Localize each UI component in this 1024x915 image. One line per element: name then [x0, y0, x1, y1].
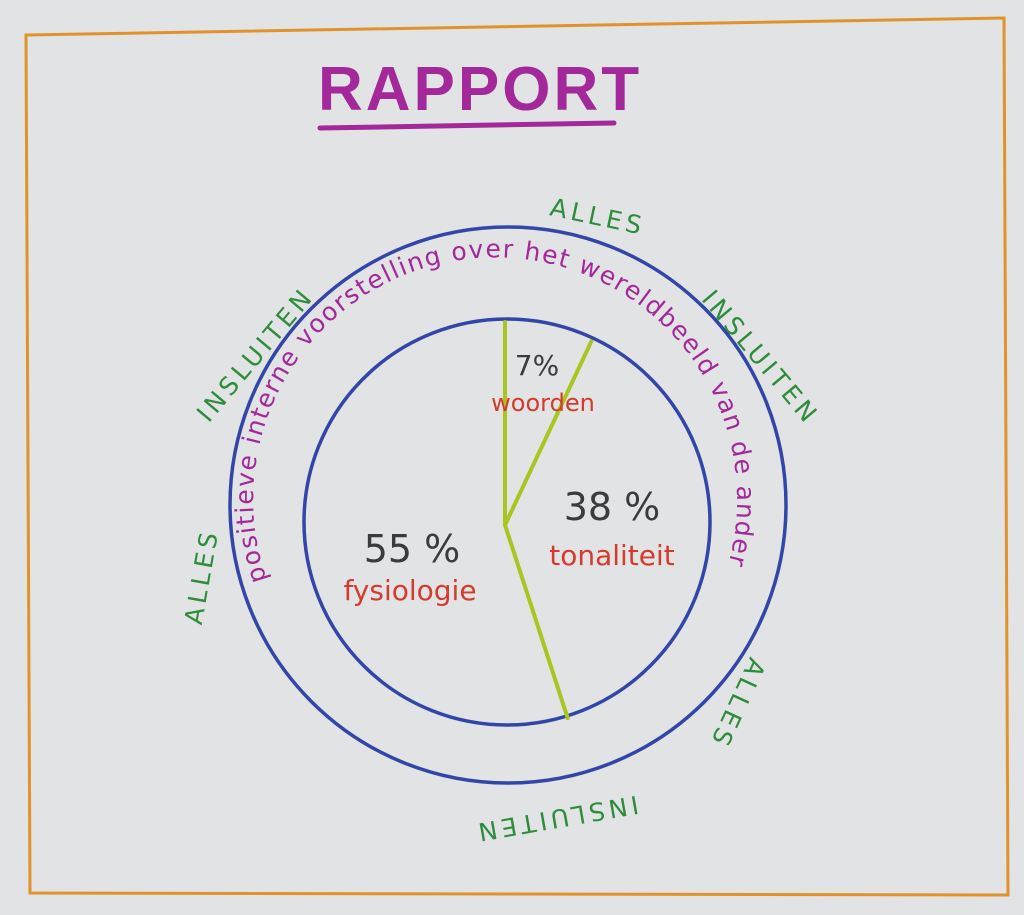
pie-divider-1: [503, 339, 594, 527]
pie-dividers: [503, 320, 594, 721]
slice-percent-tonaliteit: 38 %: [564, 485, 661, 529]
slice-label-woorden: woorden: [491, 389, 595, 417]
title-underline: [317, 120, 617, 131]
slice-percent-fysiologie: 55 %: [364, 527, 461, 571]
slice-label-fysiologie: fysiologie: [343, 574, 476, 607]
page-title: RAPPORT: [318, 55, 642, 124]
inner-circle: [302, 317, 712, 727]
slice-label-tonaliteit: tonaliteit: [549, 539, 675, 572]
orange-frame: [24, 16, 1010, 897]
outer-circle: [228, 225, 788, 785]
pie-divider-2: [503, 523, 570, 721]
slice-percent-woorden: 7%: [515, 349, 559, 382]
